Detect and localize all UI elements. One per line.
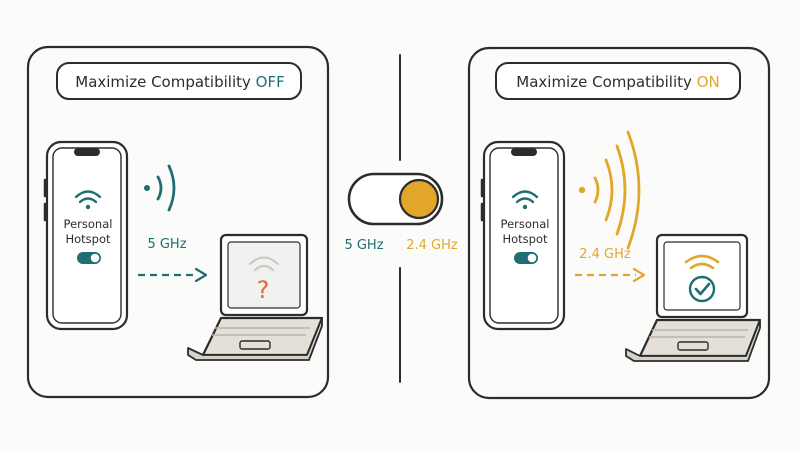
left-panel-frame [26,45,330,399]
laptop-icon [625,233,762,362]
laptop-wifi-icon [684,254,720,270]
center-toggle-switch [347,172,444,226]
left-laptop-touchpad [239,340,271,350]
toggle-knob [398,178,440,220]
left-phone-label-line2: Hotspot [65,232,111,246]
right-title-prefix: Maximize Compatibility [516,73,692,91]
right-phone-notch [511,148,537,156]
arrow-icon [138,267,208,283]
wifi-icon [74,190,102,210]
faded-wifi-icon [248,256,280,272]
left-phone: Personal Hotspot [43,140,129,331]
right-phone-body [482,140,566,331]
right-title: Maximize Compatibility ON [516,73,719,91]
left-laptop-edge [187,317,323,361]
signal-waves-icon [144,164,176,212]
right-title-state: ON [697,73,720,91]
checkmark-icon [688,275,716,303]
arrow-icon [575,267,646,283]
center-divider: 5 GHz 2.4 GHz [344,54,458,383]
left-laptop-screen [227,241,301,309]
question-mark-icon: ? [257,276,270,304]
toggle-switch-icon [77,252,101,264]
laptop-icon: ? [187,233,324,361]
left-title-pill [56,62,302,100]
right-laptop-edge [625,319,761,362]
toggle-switch-icon [514,252,538,264]
right-laptop-touchpad [677,341,709,351]
right-panel-frame [467,46,771,400]
signal-waves-icon [578,130,641,250]
right-panel: Maximize Compatibility ON Personal Hotsp… [467,46,771,400]
wifi-icon [511,190,539,210]
left-panel: Maximize Compatibility OFF Personal Hots… [26,45,330,399]
right-band-label: 2.4 GHz [579,247,631,262]
left-phone-body [45,140,129,331]
right-phone: Personal Hotspot [480,140,566,331]
left-title-prefix: Maximize Compatibility [75,73,251,91]
left-phone-label-line1: Personal [64,217,113,231]
center-label-left: 5 GHz [344,238,383,253]
center-label-right: 2.4 GHz [406,238,458,253]
left-title-state: OFF [256,73,285,91]
right-phone-label-line2: Hotspot [502,232,548,246]
right-title-pill [495,62,741,100]
left-phone-notch [74,148,100,156]
right-phone-label-line1: Personal [501,217,550,231]
left-band-label: 5 GHz [147,237,186,252]
left-title: Maximize Compatibility OFF [75,73,284,91]
